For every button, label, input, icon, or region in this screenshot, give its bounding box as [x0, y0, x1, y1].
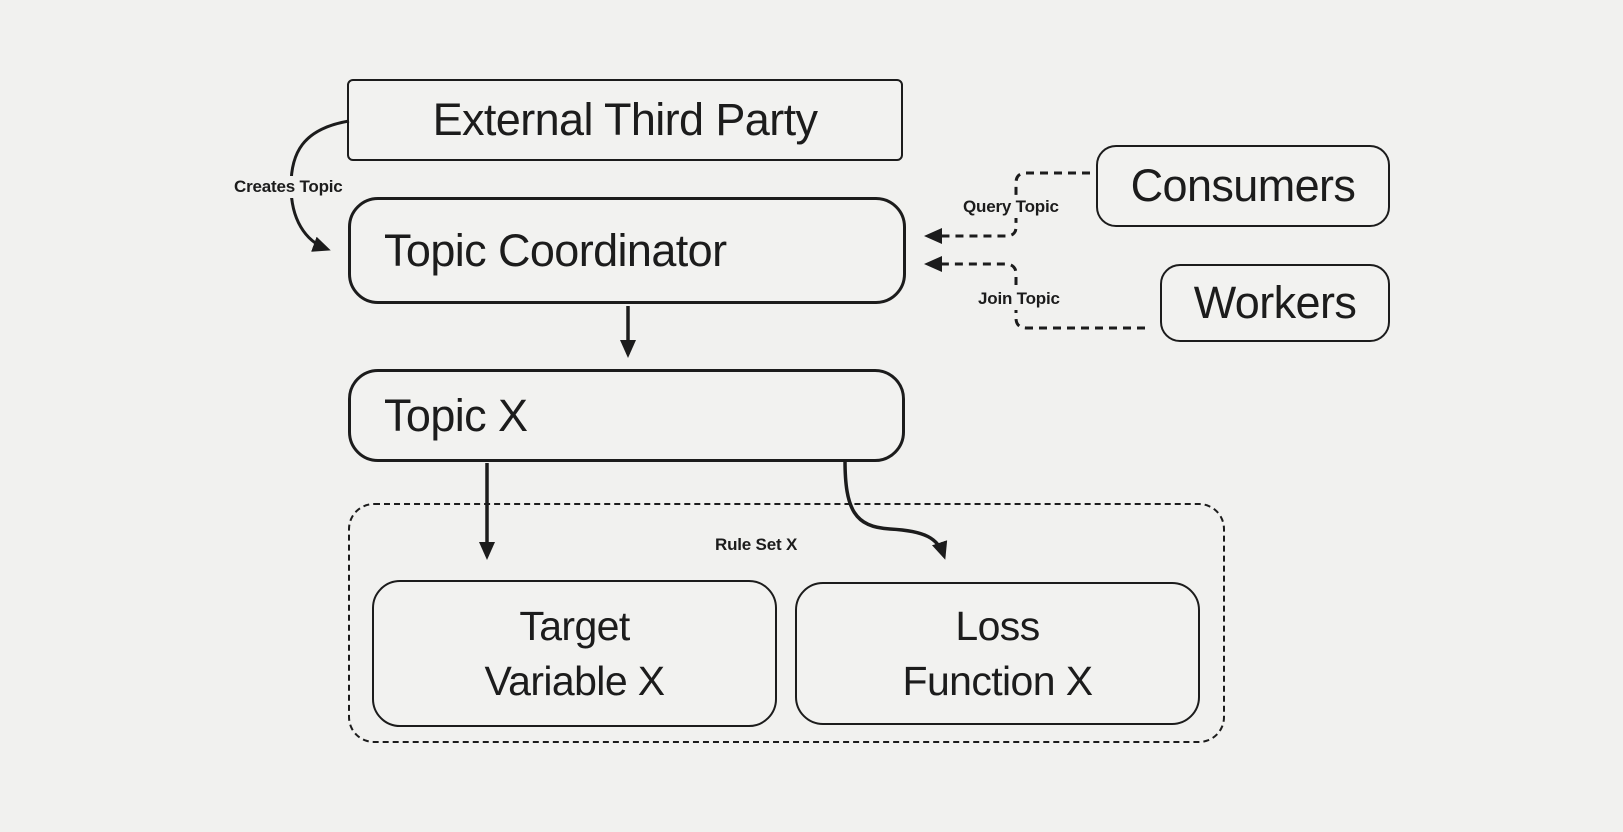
node-label: Topic Coordinator — [384, 224, 727, 276]
node-target-variable-x: Target Variable X — [372, 580, 777, 727]
node-topic-x: Topic X — [348, 369, 905, 462]
edge-label-query-topic: Query Topic — [958, 196, 1064, 218]
node-label: External Third Party — [432, 94, 818, 145]
node-loss-function-x: Loss Function X — [795, 582, 1200, 725]
node-workers: Workers — [1160, 264, 1390, 342]
node-label: Target Variable X — [484, 602, 665, 704]
node-label: Loss Function X — [902, 602, 1094, 704]
node-label: Topic X — [384, 389, 528, 441]
node-external-third-party: External Third Party — [347, 79, 903, 161]
node-consumers: Consumers — [1096, 145, 1390, 227]
edge-label-creates-topic: Creates Topic — [229, 176, 348, 198]
node-label: Workers — [1193, 277, 1357, 328]
node-label: Consumers — [1130, 160, 1356, 211]
rule-set-container — [348, 503, 1225, 743]
node-topic-coordinator: Topic Coordinator — [348, 197, 906, 304]
edge-label-join-topic: Join Topic — [973, 288, 1065, 310]
edge-label-rule-set-x: Rule Set X — [715, 535, 798, 554]
